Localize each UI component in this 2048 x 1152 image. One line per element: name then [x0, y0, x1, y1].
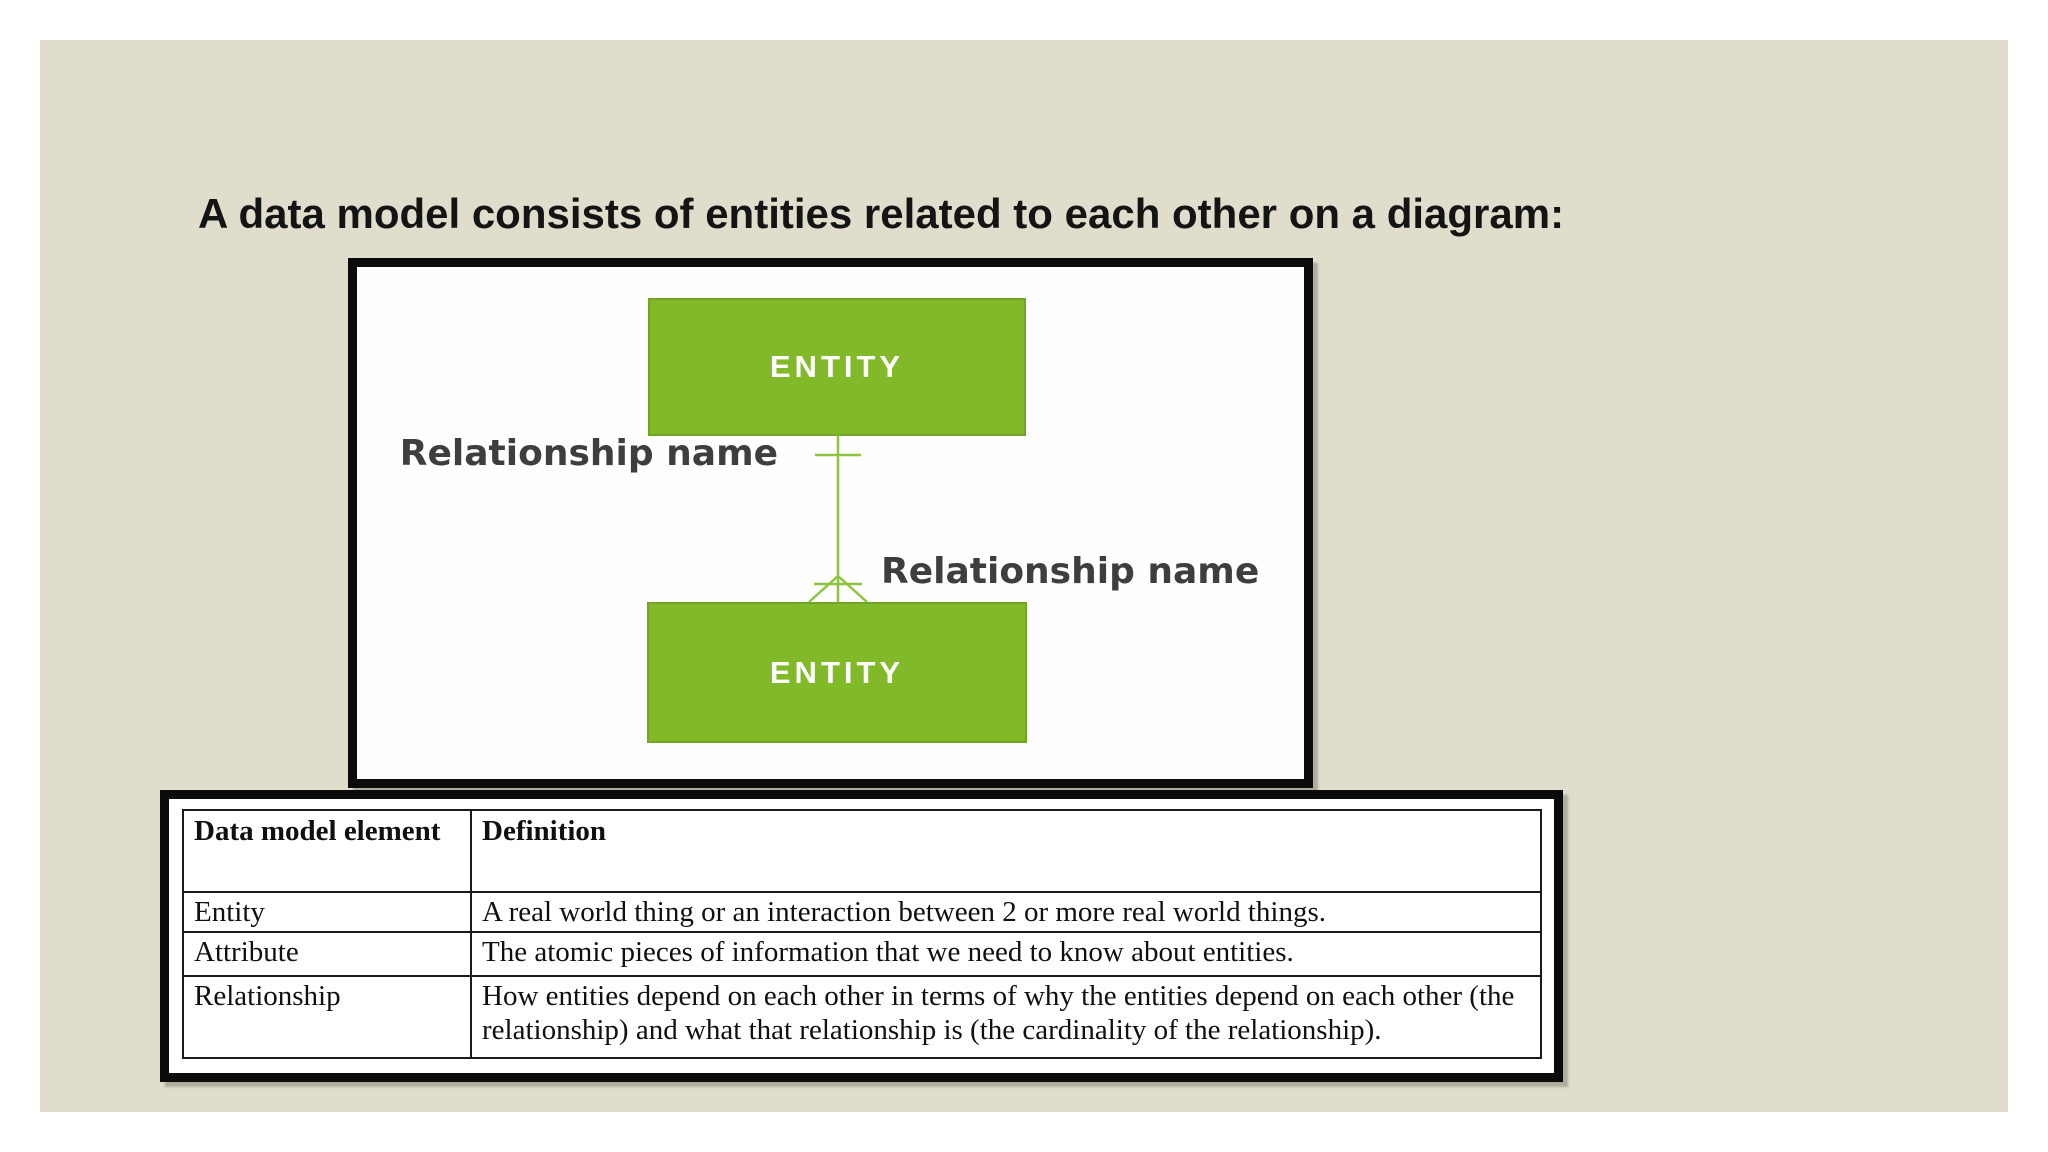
cell-definition: The atomic pieces of information that we…: [470, 931, 1542, 977]
slide: A data model consists of entities relate…: [40, 40, 2008, 1112]
entity-bottom-label: ENTITY: [769, 654, 905, 690]
table-row: Attribute The atomic pieces of informati…: [182, 931, 1542, 977]
column-header-definition: Definition: [470, 809, 1542, 893]
definitions-table-panel: Data model element Definition Entity A r…: [160, 790, 1563, 1082]
relationship-label-right: Relationship name: [881, 551, 1260, 592]
table-header-row: Data model element Definition: [182, 809, 1542, 893]
cell-element: Entity: [182, 891, 472, 933]
table-row: Relationship How entities depend on each…: [182, 975, 1542, 1059]
cell-definition: How entities depend on each other in ter…: [470, 975, 1542, 1059]
entity-box-top: ENTITY: [648, 298, 1026, 436]
column-header-element: Data model element: [182, 809, 472, 893]
entity-top-label: ENTITY: [769, 349, 905, 384]
definitions-table: Data model element Definition Entity A r…: [182, 809, 1542, 1059]
crow-foot-icon: [808, 575, 868, 603]
relationship-label-left: Relationship name: [399, 433, 778, 474]
entity-box-bottom: ENTITY: [647, 602, 1027, 743]
table-row: Entity A real world thing or an interact…: [182, 891, 1542, 933]
cell-definition: A real world thing or an interaction bet…: [470, 891, 1542, 933]
er-diagram-panel: ENTITY Relationship name Relationship na…: [348, 258, 1313, 788]
cell-element: Attribute: [182, 931, 472, 977]
cell-element: Relationship: [182, 975, 472, 1059]
slide-heading: A data model consists of entities relate…: [198, 190, 1565, 237]
